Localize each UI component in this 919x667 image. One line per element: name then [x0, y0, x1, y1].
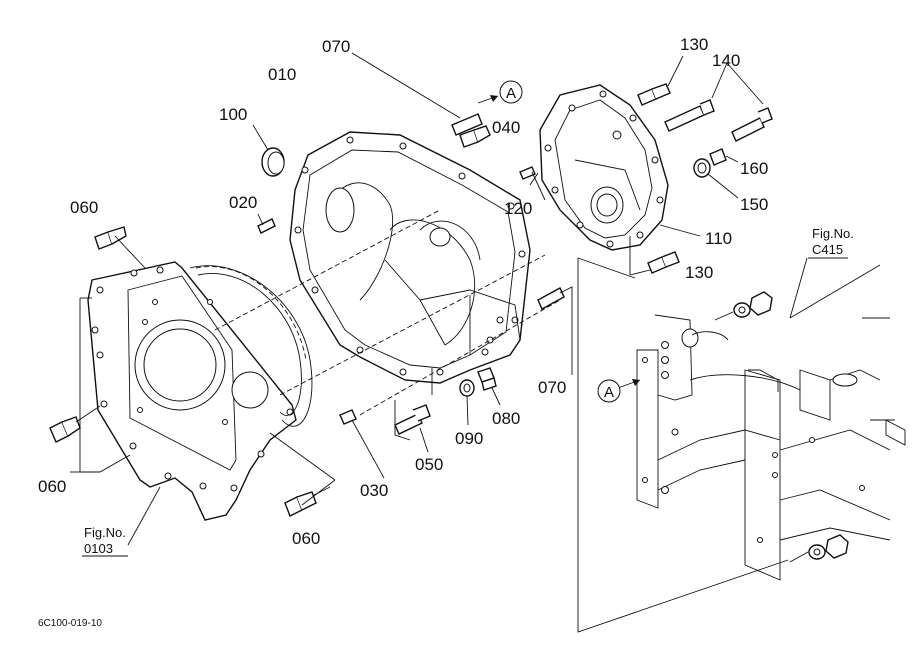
label-110: 110 — [705, 229, 732, 248]
bolt-130-top — [637, 55, 684, 106]
flywheel-ring-gear — [189, 265, 313, 427]
fig-ref-c415-line1: Fig.No. — [812, 226, 854, 241]
label-130-top: 130 — [680, 35, 708, 54]
flywheel-housing-plate — [87, 261, 297, 521]
bolt-060-top — [94, 226, 146, 269]
leader-lines-060 — [70, 297, 336, 506]
label-020: 020 — [229, 193, 257, 212]
label-070-right: 070 — [538, 378, 566, 397]
bolt-140-b — [731, 107, 773, 142]
arrow-a-top — [477, 80, 523, 104]
frame-assembly — [577, 257, 906, 633]
label-160: 160 — [740, 159, 768, 178]
label-080: 080 — [492, 409, 520, 428]
bolt-040 — [459, 125, 491, 148]
label-150: 150 — [740, 195, 768, 214]
drawing-code: 6C100-019-10 — [38, 618, 102, 629]
label-010: 010 — [268, 65, 296, 84]
fig-ref-0103-line1: Fig.No. — [84, 525, 126, 540]
pin-020 — [257, 213, 276, 234]
washer-090 — [459, 379, 475, 426]
label-140: 140 — [712, 51, 740, 70]
axis-lines — [214, 209, 561, 416]
bolt-140-a — [664, 99, 715, 132]
label-060-top: 060 — [70, 198, 98, 217]
plug-080 — [477, 367, 501, 406]
label-100: 100 — [219, 105, 247, 124]
bolt-060-lower-left — [49, 405, 101, 443]
cap-100 — [252, 124, 285, 177]
label-130-bottom: 130 — [685, 263, 713, 282]
bolt-050 — [394, 400, 431, 453]
label-030: 030 — [360, 481, 388, 500]
label-120: 120 — [504, 199, 532, 218]
plug-160 — [709, 148, 739, 166]
stud-070-top — [351, 52, 483, 136]
arrow-a-bottom — [597, 379, 641, 403]
label-050: 050 — [415, 455, 443, 474]
pin-030 — [339, 409, 385, 479]
label-060-left: 060 — [38, 477, 66, 496]
stud-070-right — [537, 286, 573, 375]
bolt-060-bottom — [284, 486, 331, 517]
fig-ref-0103-line2: 0103 — [84, 541, 113, 556]
label-040: 040 — [492, 118, 520, 137]
callout-a-top: A — [506, 85, 516, 102]
fig-ref-c415-line2: C415 — [812, 242, 843, 257]
cover-110 — [529, 84, 701, 276]
bolt-130-bottom — [647, 251, 680, 274]
leader-fig-0103 — [82, 486, 161, 557]
label-090: 090 — [455, 429, 483, 448]
label-070-top: 070 — [322, 37, 350, 56]
pin-120 — [519, 166, 546, 201]
callout-a-bottom: A — [604, 384, 614, 401]
clutch-housing — [289, 131, 531, 384]
leader-140 — [711, 62, 764, 105]
label-060-bottom: 060 — [292, 529, 320, 548]
washer-150 — [693, 158, 739, 199]
